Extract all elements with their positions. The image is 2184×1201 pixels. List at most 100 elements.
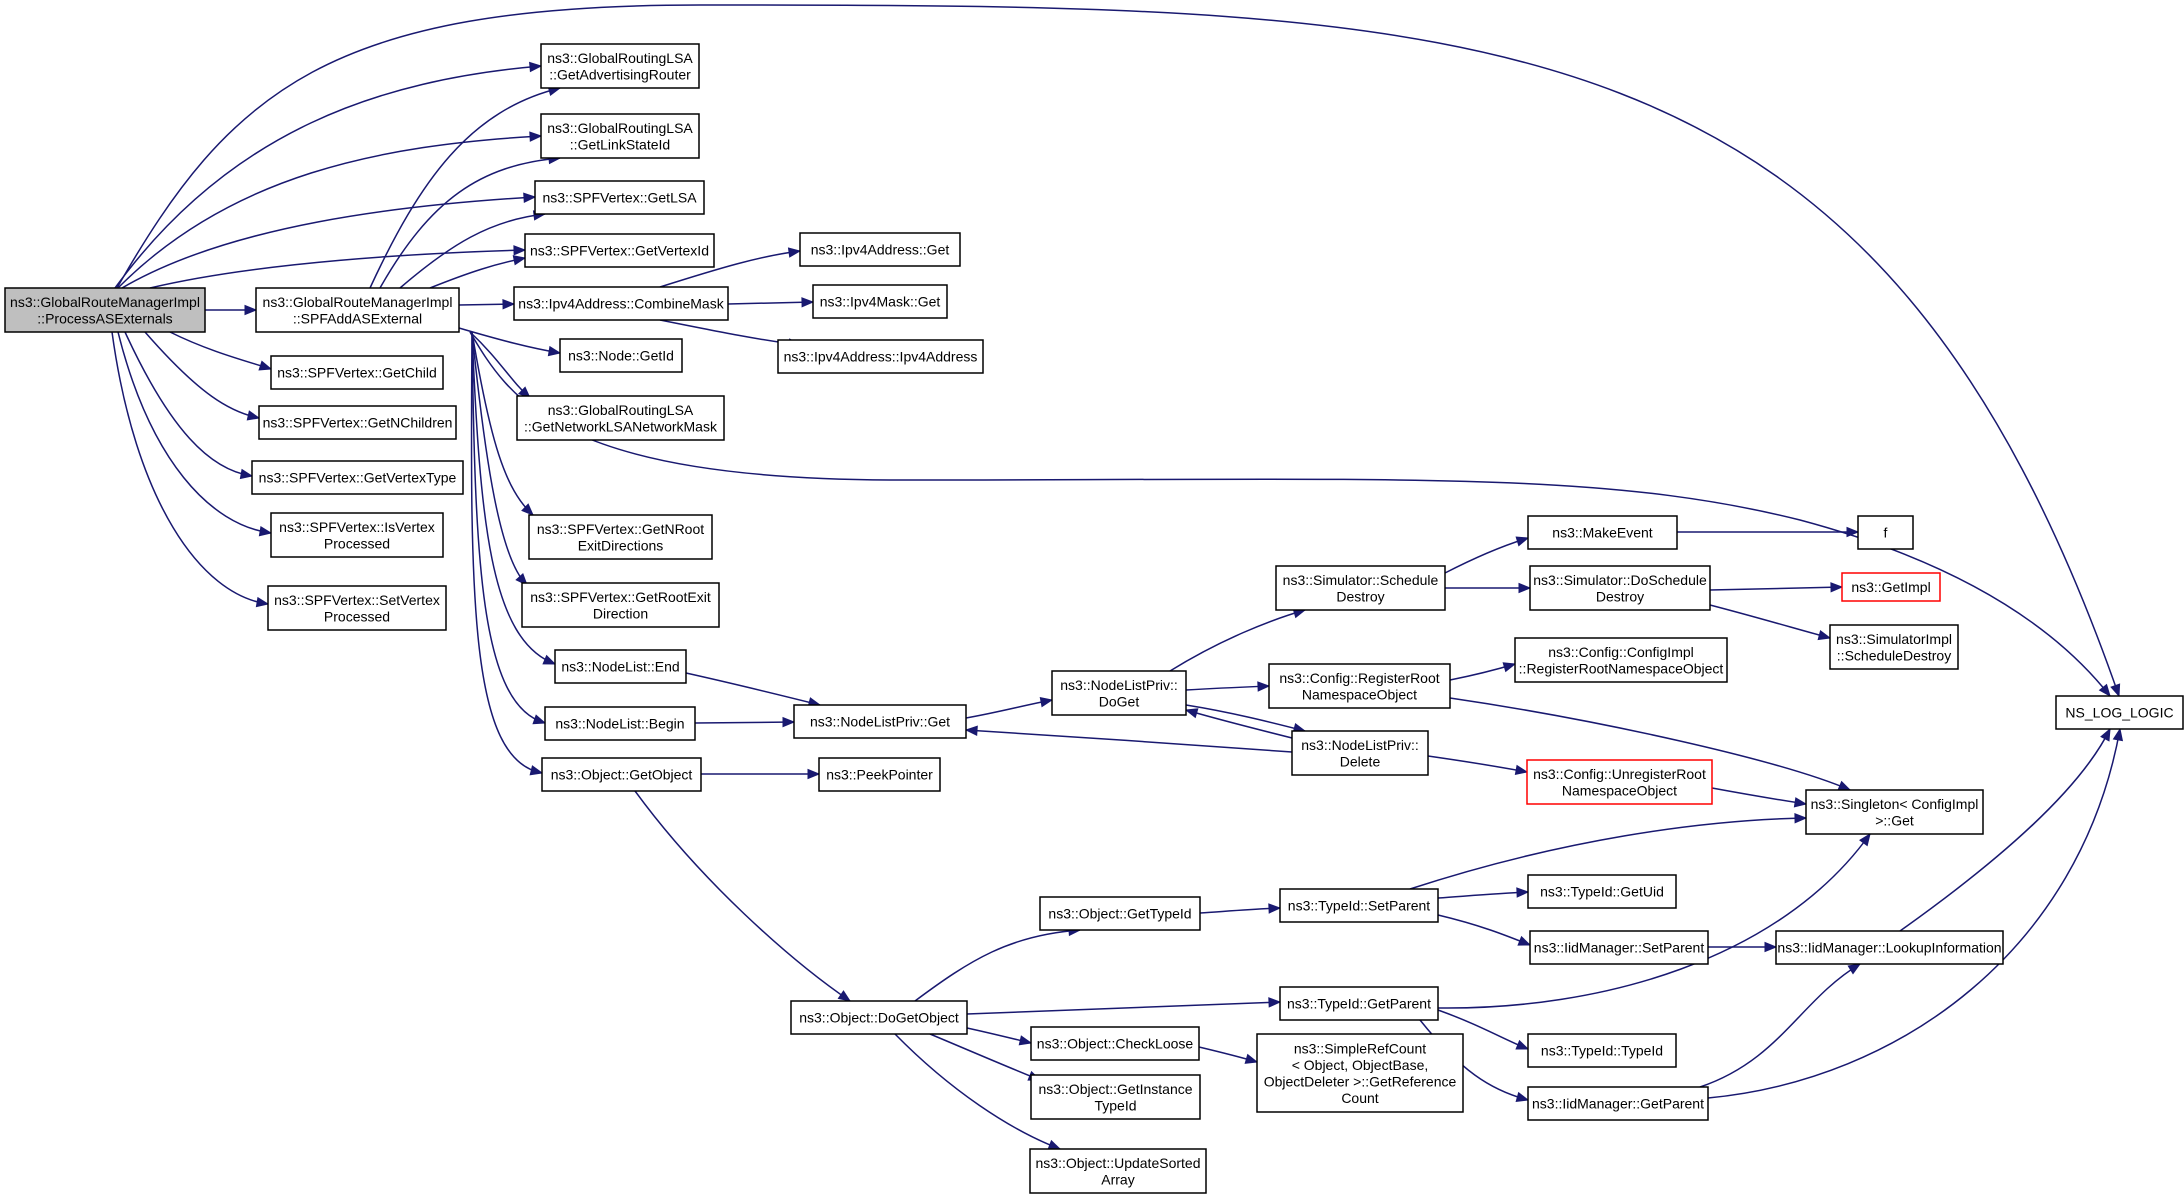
node-f[interactable]: f <box>1857 515 1914 550</box>
edge-objdogetobject-to-objcheckloose <box>966 1027 1033 1046</box>
edge-iidsetparent-to-iidlookup <box>1708 941 1778 953</box>
node-nodegetid[interactable]: ns3::Node::GetId <box>559 338 683 373</box>
node-box <box>258 405 457 440</box>
edge-line <box>1709 604 1831 639</box>
node-box <box>528 514 713 560</box>
arrowhead-icon <box>964 725 978 736</box>
node-getimpl[interactable]: ns3::GetImpl <box>1841 572 1941 602</box>
node-box <box>790 1000 968 1035</box>
edge-typeidgetparent-to-typeidctor <box>1437 1009 1530 1050</box>
node-box <box>1527 515 1678 550</box>
node-getvertextype[interactable]: ns3::SPFVertex::GetVertexType <box>251 460 464 495</box>
node-spfadd[interactable]: ns3::GlobalRouteManagerImpl::SPFAddASExt… <box>255 287 460 333</box>
node-box <box>1527 1086 1709 1121</box>
node-nodelistbegin[interactable]: ns3::NodeList::Begin <box>544 706 696 741</box>
node-getlinkstateid[interactable]: ns3::GlobalRoutingLSA::GetLinkStateId <box>540 113 700 159</box>
node-box <box>793 704 967 739</box>
node-label: ::GetLinkStateId <box>570 136 670 152</box>
node-typeidsetparent[interactable]: ns3::TypeId::SetParent <box>1279 888 1439 923</box>
node-ipv4addrctor[interactable]: ns3::Ipv4Address::Ipv4Address <box>777 339 984 374</box>
node-objcheckloose[interactable]: ns3::Object::CheckLoose <box>1030 1026 1200 1061</box>
node-objdogetobject[interactable]: ns3::Object::DoGetObject <box>790 1000 968 1035</box>
arrowhead-icon <box>787 247 802 258</box>
node-box <box>540 113 700 159</box>
node-nlprivdelete[interactable]: ns3::NodeListPriv::Delete <box>1291 730 1429 776</box>
node-simplerefcount[interactable]: ns3::SimpleRefCount< Object, ObjectBase,… <box>1256 1033 1464 1113</box>
node-typeidgetparent[interactable]: ns3::TypeId::GetParent <box>1279 986 1439 1021</box>
node-label: ns3::Singleton< ConfigImpl <box>1811 796 1979 812</box>
node-getchild[interactable]: ns3::SPFVertex::GetChild <box>270 355 444 390</box>
node-nlprivget[interactable]: ns3::NodeListPriv::Get <box>793 704 967 739</box>
node-box <box>1256 1033 1464 1113</box>
arrowhead-icon <box>1793 797 1808 808</box>
node-label: ::SPFAddASExternal <box>293 310 422 326</box>
node-getvertexid[interactable]: ns3::SPFVertex::GetVertexId <box>524 233 715 268</box>
node-cfgimplregister[interactable]: ns3::Config::ConfigImpl::RegisterRootNam… <box>1514 637 1728 683</box>
node-getnchildren[interactable]: ns3::SPFVertex::GetNChildren <box>258 405 457 440</box>
node-label: DoGet <box>1099 693 1140 709</box>
node-nlprivdoget[interactable]: ns3::NodeListPriv::DoGet <box>1051 670 1187 716</box>
node-iidgetparent[interactable]: ns3::IidManager::GetParent <box>1527 1086 1709 1121</box>
edge-root-to-getnchildren <box>144 331 261 421</box>
node-iidsetparent[interactable]: ns3::IidManager::SetParent <box>1529 930 1709 965</box>
node-label: ns3::IidManager::GetParent <box>1532 1096 1704 1112</box>
node-box <box>1841 572 1941 602</box>
node-label: NamespaceObject <box>1562 782 1677 798</box>
arrowhead-icon <box>246 410 261 421</box>
edge-spfadd-to-nodelistbegin <box>471 331 547 725</box>
node-objgettypeid[interactable]: ns3::Object::GetTypeId <box>1039 896 1201 931</box>
node-peekpointer[interactable]: ns3::PeekPointer <box>818 757 941 792</box>
node-label: ns3::SimulatorImpl <box>1836 631 1952 647</box>
node-iidlookup[interactable]: ns3::IidManager::LookupInformation <box>1775 930 2004 965</box>
node-getnetmask[interactable]: ns3::GlobalRoutingLSA::GetNetworkLSANetw… <box>516 395 725 441</box>
node-typeidgetuid[interactable]: ns3::TypeId::GetUid <box>1527 874 1677 909</box>
node-singleton[interactable]: ns3::Singleton< ConfigImpl>::Get <box>1805 789 1984 835</box>
edge-root-to-getadvrouter <box>114 61 543 289</box>
arrowhead-icon <box>529 131 543 142</box>
node-makeevent[interactable]: ns3::MakeEvent <box>1527 515 1678 550</box>
node-cfgunregister[interactable]: ns3::Config::UnregisterRootNamespaceObje… <box>1526 759 1713 805</box>
edge-spfadd-to-nodegetid <box>458 327 562 357</box>
node-combinemask[interactable]: ns3::Ipv4Address::CombineMask <box>513 286 729 321</box>
node-ipv4maskget[interactable]: ns3::Ipv4Mask::Get <box>812 284 948 319</box>
node-nodelistend[interactable]: ns3::NodeList::End <box>554 649 687 684</box>
node-box <box>521 582 720 628</box>
node-simschedule[interactable]: ns3::Simulator::ScheduleDestroy <box>1275 565 1446 611</box>
node-simimplsched[interactable]: ns3::SimulatorImpl::ScheduleDestroy <box>1829 624 1959 670</box>
node-objgetobject[interactable]: ns3::Object::GetObject <box>541 757 702 792</box>
node-ipv4addrget[interactable]: ns3::Ipv4Address::Get <box>799 232 961 267</box>
edge-line <box>144 331 260 419</box>
edge-line <box>966 1001 1281 1015</box>
edge-line <box>1449 697 1851 791</box>
arrowhead-icon <box>1794 812 1808 824</box>
edge-root-to-getlinkstateid <box>117 131 543 289</box>
node-root[interactable]: ns3::GlobalRouteManagerImpl::ProcessASEx… <box>4 287 206 333</box>
node-cfgregister[interactable]: ns3::Config::RegisterRootNamespaceObject <box>1268 663 1451 709</box>
edge-objcheckloose-to-simplerefcount <box>1198 1046 1259 1064</box>
edge-line <box>1709 586 1843 591</box>
edge-line <box>469 331 531 399</box>
node-getadvrouter[interactable]: ns3::GlobalRoutingLSA::GetAdvertisingRou… <box>540 43 700 89</box>
node-label: ns3::TypeId::SetParent <box>1288 898 1431 914</box>
edge-line <box>1437 914 1531 946</box>
node-label: ns3::Ipv4Address::Get <box>811 242 950 258</box>
node-box <box>270 512 444 558</box>
edge-root-to-getvertextype <box>124 331 254 480</box>
node-nslog[interactable]: NS_LOG_LOGIC <box>2055 695 2184 730</box>
arrowhead-icon <box>1257 681 1271 692</box>
node-typeidctor[interactable]: ns3::TypeId::TypeId <box>1527 1033 1677 1068</box>
node-label: ns3::SPFVertex::GetChild <box>277 365 437 381</box>
edge-root-to-getvertexid <box>149 245 527 289</box>
node-label: TypeId <box>1094 1097 1136 1113</box>
node-label: ns3::Ipv4Mask::Get <box>820 294 941 310</box>
node-getlsa[interactable]: ns3::SPFVertex::GetLSA <box>534 180 705 215</box>
node-label: Array <box>1101 1171 1134 1187</box>
arrowhead-icon <box>529 765 544 776</box>
